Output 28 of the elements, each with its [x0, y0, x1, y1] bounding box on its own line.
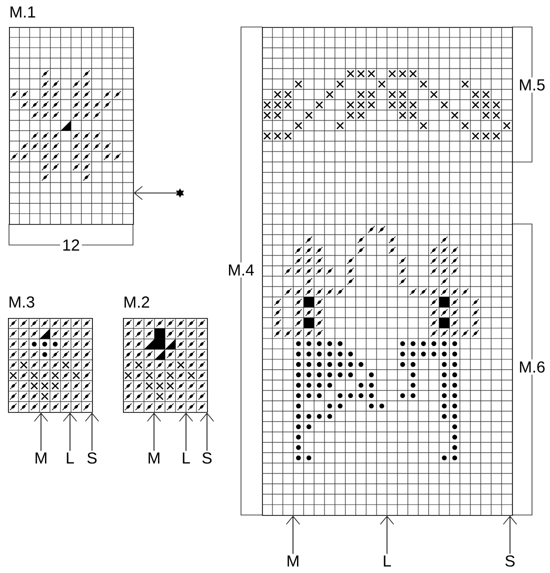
arrow [503, 516, 517, 554]
size-letter: S [202, 452, 212, 464]
size-letter: L [66, 452, 74, 464]
size-letter: M [288, 556, 298, 566]
chart-heading: M.1 [10, 6, 36, 18]
bracket-label: M.5 [516, 77, 548, 93]
arrow [134, 186, 178, 200]
arrow [286, 516, 300, 554]
arrow [179, 412, 193, 452]
chart-heading: M.3 [10, 296, 34, 308]
arrow [63, 412, 77, 452]
size-letter: L [182, 452, 190, 464]
star-symbol [176, 188, 184, 198]
bracket-label: 12 [60, 237, 82, 253]
bracket-label: M.6 [516, 359, 548, 375]
arrow [200, 412, 214, 452]
size-letter: S [505, 555, 515, 567]
size-letter: S [87, 452, 97, 464]
arrow [380, 516, 394, 554]
arrow [85, 412, 99, 452]
chart-grid-drawing [262, 26, 513, 516]
size-letter: L [384, 556, 391, 566]
arrow [34, 412, 48, 452]
size-letter: M [36, 452, 46, 464]
chart-heading: M.2 [124, 296, 150, 308]
bracket-label: M.4 [226, 262, 256, 278]
arrow [147, 412, 161, 452]
size-letter: M [148, 452, 160, 464]
